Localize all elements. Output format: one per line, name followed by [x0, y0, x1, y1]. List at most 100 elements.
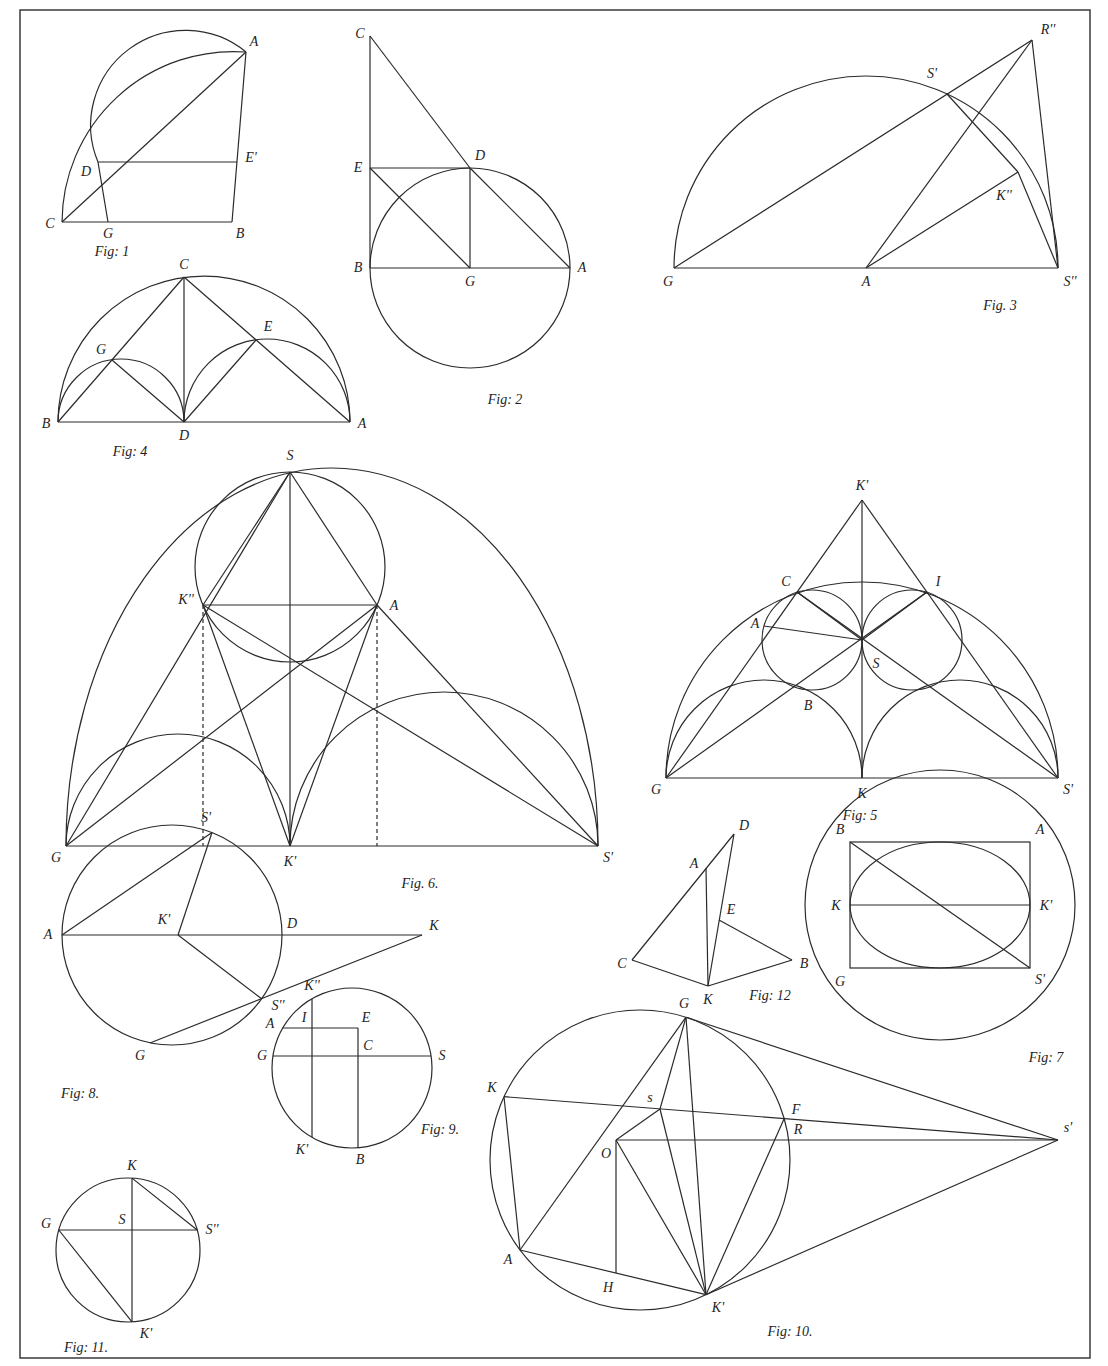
- rectangle-outline: [850, 842, 1030, 968]
- point-label: E: [727, 903, 736, 917]
- construction-line: [850, 842, 1030, 968]
- construction-line: [520, 1017, 686, 1250]
- construction-line: [862, 500, 1058, 778]
- figure-caption: Fig: 12: [749, 989, 791, 1003]
- point-label: H: [603, 1281, 613, 1295]
- point-label: S': [1063, 783, 1073, 797]
- point-label: F: [792, 1103, 801, 1117]
- point-label: A: [250, 35, 259, 49]
- construction-line: [59, 1230, 132, 1322]
- construction-line: [62, 52, 246, 222]
- point-label: A: [751, 617, 760, 631]
- construction-line: [520, 1250, 706, 1295]
- figure-caption: Fig: 5: [843, 809, 878, 823]
- construction-line: [674, 40, 1032, 268]
- point-label: C: [355, 27, 364, 41]
- construction-line: [666, 592, 927, 778]
- point-label: S: [287, 449, 294, 463]
- construction-line: [184, 277, 350, 422]
- ellipse-outline: [850, 842, 1030, 968]
- point-label: G: [96, 343, 106, 357]
- construction-line: [947, 94, 1018, 172]
- construction-line: [203, 605, 598, 846]
- point-label: G: [465, 275, 475, 289]
- figure-caption: Fig: 1: [95, 245, 130, 259]
- construction-line: [666, 500, 862, 778]
- construction-line: [1032, 40, 1058, 268]
- construction-line: [98, 161, 237, 162]
- arc-curve: [862, 680, 1058, 778]
- construction-line: [504, 1097, 520, 1250]
- point-label: E: [362, 1011, 371, 1025]
- construction-line: [686, 1017, 1058, 1140]
- construction-line: [616, 1109, 660, 1140]
- circle-outline: [862, 590, 962, 690]
- figure-caption: Fig. 6.: [402, 877, 439, 891]
- point-label: C: [617, 957, 626, 971]
- construction-line: [706, 1119, 784, 1295]
- point-label: S': [927, 67, 937, 81]
- point-label: C: [179, 258, 188, 272]
- point-label: K'': [304, 979, 319, 993]
- construction-line: [632, 960, 708, 986]
- construction-line: [66, 605, 377, 846]
- construction-line: [62, 934, 422, 935]
- figure-caption: Fig: 4: [113, 445, 148, 459]
- construction-line: [504, 1097, 1058, 1140]
- construction-line: [797, 592, 1058, 778]
- point-label: S': [1035, 973, 1045, 987]
- point-label: K: [487, 1081, 496, 1095]
- point-label: I: [936, 575, 941, 589]
- construction-line: [59, 1229, 197, 1230]
- construction-line: [469, 168, 470, 268]
- point-label: B: [356, 1153, 365, 1167]
- point-label: B: [236, 227, 245, 241]
- point-label: K: [127, 1159, 136, 1173]
- point-label: B: [804, 699, 813, 713]
- point-label: K': [856, 479, 868, 493]
- point-label: A: [1036, 823, 1045, 837]
- construction-line: [616, 1140, 706, 1295]
- point-label: K': [140, 1327, 152, 1341]
- construction-line: [311, 999, 312, 1138]
- point-label: K': [1040, 899, 1052, 913]
- construction-line: [178, 935, 262, 999]
- construction-line: [184, 340, 256, 422]
- point-label: C: [781, 575, 790, 589]
- construction-line: [66, 845, 598, 846]
- figure-caption: Fig. 3: [983, 299, 1016, 313]
- arc-curve: [58, 276, 350, 422]
- construction-line: [866, 40, 1032, 268]
- point-label: G: [679, 997, 689, 1011]
- point-label: G: [51, 851, 61, 865]
- figure-group: [56, 30, 1075, 1322]
- point-label: K: [703, 993, 712, 1007]
- point-label: s: [647, 1091, 652, 1105]
- point-label: K: [429, 919, 438, 933]
- circle-outline: [370, 168, 570, 368]
- construction-line: [357, 1028, 358, 1148]
- point-label: A: [862, 275, 871, 289]
- figure-caption: Fig: 2: [488, 393, 523, 407]
- point-label: A: [504, 1253, 513, 1267]
- arc-curve: [666, 680, 862, 778]
- arc-curve: [66, 468, 598, 846]
- point-label: S': [603, 851, 613, 865]
- point-label: S': [201, 811, 211, 825]
- arc-curve: [91, 30, 246, 162]
- point-label: E': [245, 151, 257, 165]
- construction-line: [708, 960, 792, 986]
- construction-line: [1018, 172, 1058, 268]
- point-label: D: [475, 149, 485, 163]
- construction-line: [66, 472, 290, 846]
- construction-line: [376, 605, 377, 846]
- point-label: A: [358, 417, 367, 431]
- point-label: R: [794, 1123, 803, 1137]
- point-label: G: [835, 975, 845, 989]
- circle-outline: [490, 1010, 790, 1310]
- construction-line: [660, 1109, 706, 1295]
- point-label: S: [873, 657, 880, 671]
- construction-line: [616, 1139, 1058, 1140]
- point-label: O: [601, 1147, 611, 1161]
